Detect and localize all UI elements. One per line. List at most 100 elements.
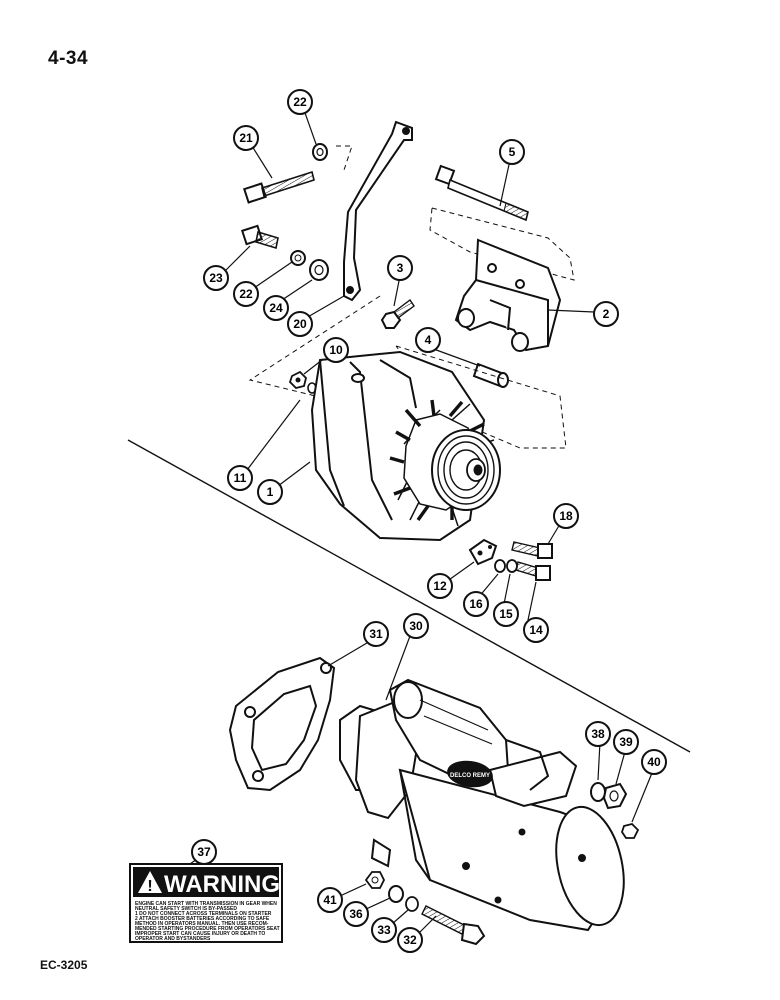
callout-40-label: 40 xyxy=(647,755,661,769)
callout-23: 23 xyxy=(203,265,229,291)
spacer-sleeve-4 xyxy=(472,362,509,388)
leader-lines xyxy=(189,109,655,933)
washer-24 xyxy=(309,259,329,281)
callout-24-label: 24 xyxy=(269,301,283,315)
leader-dash-sleeve-4 xyxy=(395,345,567,449)
callout-15: 15 xyxy=(493,601,519,627)
callout-41: 41 xyxy=(317,887,343,913)
callout-30: 30 xyxy=(403,613,429,639)
bolt-18 xyxy=(511,541,553,559)
warning-line-3: 1 DO NOT CONNECT ACROSS TERMINALS ON STA… xyxy=(135,911,272,917)
bolt-3 xyxy=(380,298,415,329)
callout-16-label: 16 xyxy=(469,597,483,611)
nut-40 xyxy=(621,823,640,839)
nut-39 xyxy=(602,782,628,810)
callout-5-label: 5 xyxy=(509,145,516,159)
warning-line-2: NEUTRAL SAFETY SWITCH IS BY-PASSED xyxy=(135,906,237,912)
callout-24: 24 xyxy=(263,295,289,321)
alternator-pulley xyxy=(431,429,501,511)
mounting-bracket-2 xyxy=(454,238,562,352)
callout-22-lower: 22 xyxy=(233,281,259,307)
warning-line-1: ENGINE CAN START WITH TRANSMISSION IN GE… xyxy=(135,901,277,907)
callout-36: 36 xyxy=(343,901,369,927)
callout-22-top: 22 xyxy=(287,89,313,115)
callout-2: 2 xyxy=(593,301,619,327)
callout-40: 40 xyxy=(641,749,667,775)
callout-1-label: 1 xyxy=(267,485,274,499)
bolt-14 xyxy=(515,561,551,581)
callout-38: 38 xyxy=(585,721,611,747)
svg-text:!: ! xyxy=(147,878,152,895)
bolt-23 xyxy=(240,224,279,250)
callout-37-label: 37 xyxy=(197,845,211,859)
callout-10-label: 10 xyxy=(329,343,343,357)
callout-20-label: 20 xyxy=(293,317,307,331)
washer-22-top xyxy=(312,143,328,161)
callout-5: 5 xyxy=(499,139,525,165)
callout-22-top-label: 22 xyxy=(293,95,307,109)
callout-41-label: 41 xyxy=(323,893,337,907)
callout-12-label: 12 xyxy=(433,579,447,593)
callout-11-label: 11 xyxy=(234,471,247,485)
group-separator-line xyxy=(127,439,691,753)
callout-14: 14 xyxy=(523,617,549,643)
callout-32-label: 32 xyxy=(403,933,417,947)
callout-16: 16 xyxy=(463,591,489,617)
callout-20: 20 xyxy=(287,311,313,337)
alternator-1 xyxy=(310,350,501,542)
callout-3-label: 3 xyxy=(397,261,404,275)
gasket-31 xyxy=(228,656,336,792)
warning-line-5: METHOD IN OPERATORS MANUAL. THEN USE REC… xyxy=(135,921,269,927)
warning-line-7: IMPROPER START CAN CAUSE INJURY OR DEATH… xyxy=(135,931,265,937)
callout-21-label: 21 xyxy=(239,131,253,145)
callout-15-label: 15 xyxy=(499,607,513,621)
callout-30-label: 30 xyxy=(409,619,423,633)
callout-11: 11 xyxy=(227,465,253,491)
starter-badge-text: DELCO REMY xyxy=(450,773,490,779)
callout-38-label: 38 xyxy=(591,727,605,741)
leader-dash-bolt-5 xyxy=(429,207,575,281)
washer-16 xyxy=(494,559,506,573)
leader-dash-nut-10 xyxy=(248,295,381,403)
bolt-32 xyxy=(421,905,486,946)
page-number: 4-34 xyxy=(48,48,89,69)
callout-33: 33 xyxy=(371,917,397,943)
warning-line-4: 2 ATTACH BOOSTER BATTERIES ACCORDING TO … xyxy=(135,916,270,922)
callout-22-lower-label: 22 xyxy=(239,287,253,301)
callout-2-label: 2 xyxy=(603,307,610,321)
callout-18-label: 18 xyxy=(559,509,573,523)
callout-31: 31 xyxy=(363,621,389,647)
mounting-bracket-strap xyxy=(343,120,413,302)
callout-12: 12 xyxy=(427,573,453,599)
callout-10: 10 xyxy=(323,337,349,363)
nut-10 xyxy=(288,370,307,389)
washer-33 xyxy=(405,896,419,912)
callout-1: 1 xyxy=(257,479,283,505)
washer-22-lower xyxy=(290,250,306,266)
callout-4: 4 xyxy=(415,327,441,353)
starter-motor-30: DELCO REMY xyxy=(339,678,625,932)
callout-33-label: 33 xyxy=(377,923,391,937)
callout-32: 32 xyxy=(397,927,423,953)
callout-31-label: 31 xyxy=(369,627,383,641)
callout-39: 39 xyxy=(613,729,639,755)
callout-18: 18 xyxy=(553,503,579,529)
lockwasher-38 xyxy=(590,782,606,802)
callout-36-label: 36 xyxy=(349,907,363,921)
adjusting-plate-12 xyxy=(468,538,498,566)
callout-21: 21 xyxy=(233,125,259,151)
callout-4-label: 4 xyxy=(425,333,432,347)
callout-14-label: 14 xyxy=(529,623,543,637)
leader-dash-strap xyxy=(336,145,353,171)
warning-line-8: OPERATOR AND BYSTANDERS xyxy=(135,936,211,942)
washer-36 xyxy=(388,885,404,903)
callout-23-label: 23 xyxy=(209,271,223,285)
warning-decal: ! WARNING ENGINE CAN START WITH TRANSMIS… xyxy=(129,863,283,943)
bolt-5 xyxy=(434,164,529,222)
warning-triangle-icon xyxy=(138,871,162,893)
bolt-21 xyxy=(243,170,315,204)
callout-39-label: 39 xyxy=(619,735,633,749)
callout-3: 3 xyxy=(387,255,413,281)
starter-badge: DELCO REMY xyxy=(447,760,493,788)
